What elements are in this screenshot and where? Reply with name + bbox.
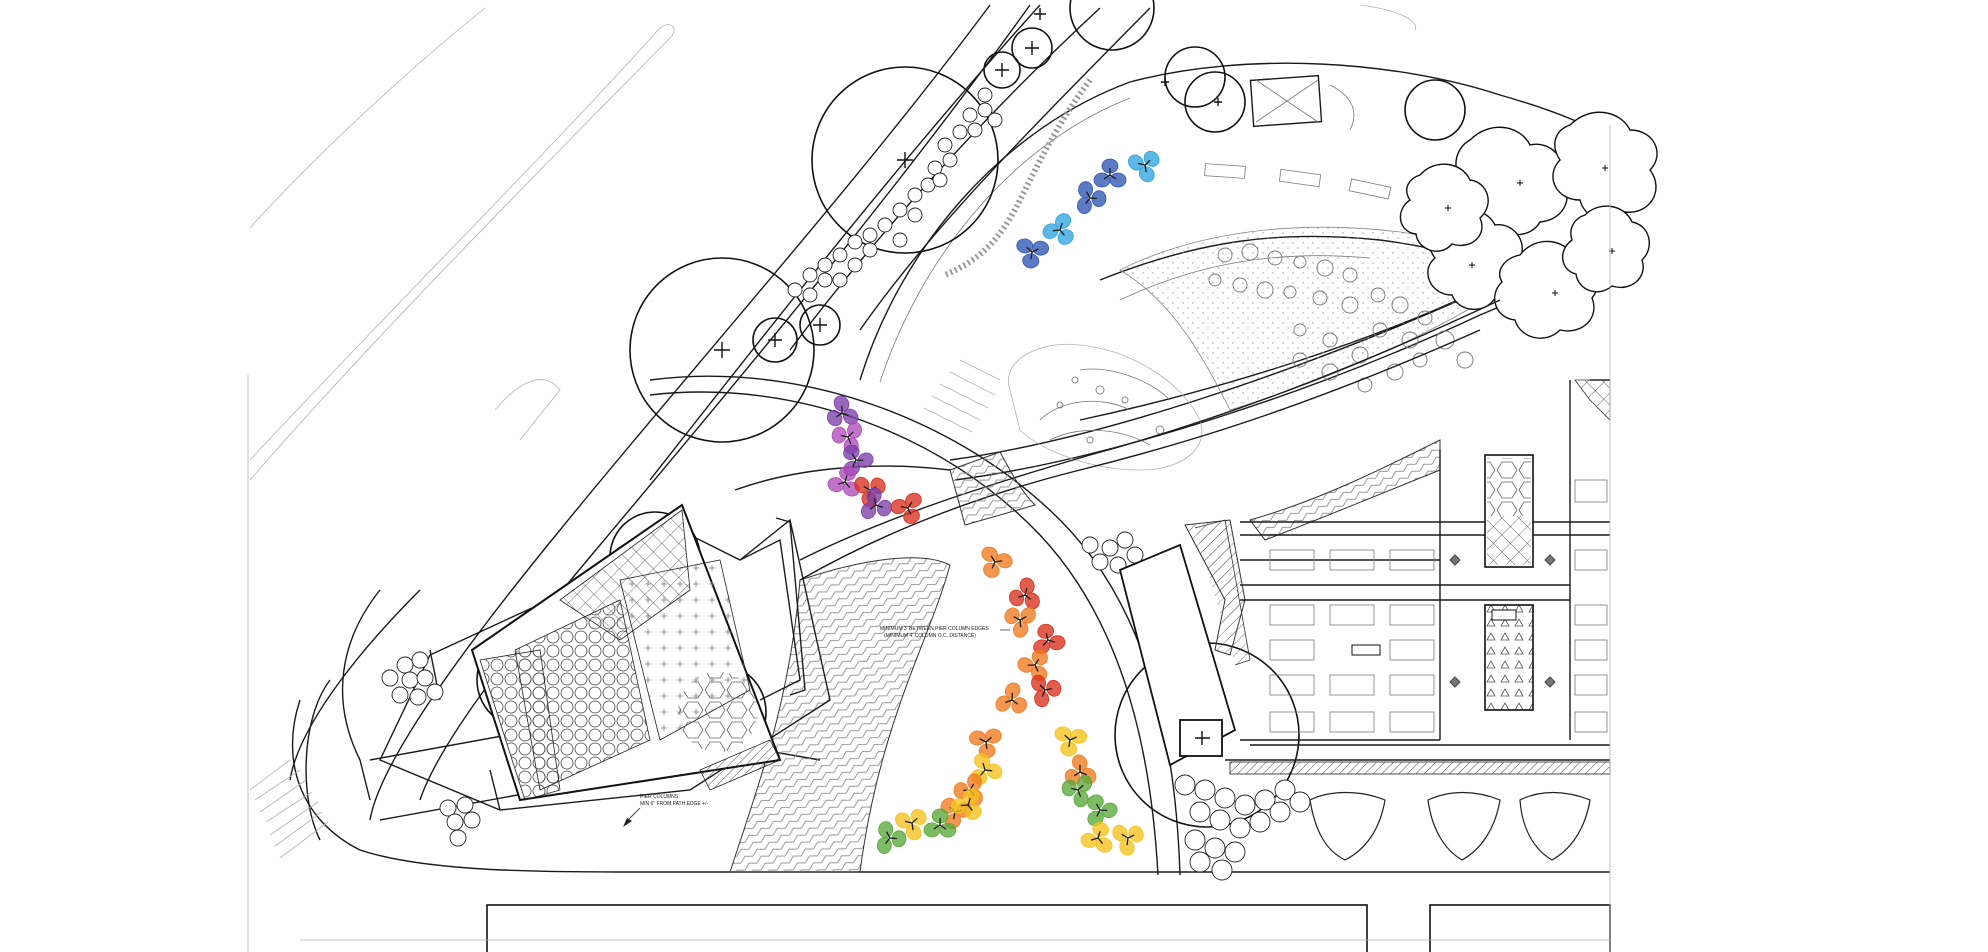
plant-cluster-yellow [1054, 726, 1088, 757]
steps [923, 359, 1001, 433]
spacing-note-line1: MINIMUM 3' BETWEEN PIER COLUMN EDGES [880, 626, 989, 632]
plant-cluster-yellow [950, 788, 982, 820]
benches-top [1204, 163, 1392, 200]
plant-cluster-red [1031, 674, 1062, 708]
pier-note-line1: PIER COLUMNS [640, 794, 679, 800]
shrub-strip [787, 87, 1003, 303]
plant-cluster-orange [969, 728, 1002, 759]
spacing-note-line2: (MINIMUM 4' COLUMN O.C. DISTANCE) [884, 633, 976, 639]
plant-cluster-yellow [1112, 824, 1144, 856]
plant-cluster-orange [1004, 607, 1036, 638]
top-pavilion [1249, 74, 1355, 131]
plant-cluster-blue [1016, 238, 1049, 269]
plant-cluster-blue [1077, 181, 1107, 215]
bottom-strip [249, 759, 1611, 952]
plant-cluster-light_blue [1042, 213, 1074, 245]
plant-cluster-red [1033, 623, 1066, 655]
pier-note-line2: MIN 6" FROM PATH EDGE +/- [640, 801, 708, 807]
paving-chevron-mid [949, 451, 1036, 526]
plant-cluster-green [923, 808, 957, 838]
grid-plaza-benches [1269, 479, 1608, 733]
grid-plaza-nodes [1449, 554, 1556, 688]
pavilion-building [379, 503, 831, 811]
meadow-planting-circles [1208, 243, 1474, 393]
plant-cluster-red [890, 492, 922, 524]
central-arc-path [649, 299, 1501, 876]
grid-plaza [1225, 379, 1611, 775]
plant-cluster-light_blue [1128, 150, 1160, 183]
shield-planters [1309, 791, 1591, 861]
plant-cluster-purple [826, 395, 859, 427]
large-tree-canopy [1399, 111, 1658, 339]
pier-note: PIER COLUMNS MIN 6" FROM PATH EDGE +/- [623, 794, 708, 827]
plant-cluster-orange [981, 546, 1013, 578]
plant-cluster-blue [1093, 158, 1127, 188]
plant-cluster-green [876, 821, 907, 854]
kiosk-building [1118, 519, 1251, 767]
paving-chevron-left [729, 557, 951, 873]
spacing-note: MINIMUM 3' BETWEEN PIER COLUMN EDGES (MI… [880, 626, 1010, 639]
plant-cluster-yellow [895, 809, 927, 841]
shrub-groups-x [381, 531, 1311, 881]
perennial-plant-clusters [826, 150, 1160, 856]
plant-cluster-red [1008, 577, 1040, 610]
tree-center-marks [1445, 165, 1615, 296]
plant-cluster-purple [861, 487, 892, 520]
plant-cluster-yellow [1080, 821, 1113, 853]
plant-cluster-orange [995, 682, 1028, 714]
plant-cluster-magenta [827, 465, 860, 497]
paving-chevron-right [1249, 439, 1441, 541]
road-curbs [247, 4, 1417, 952]
